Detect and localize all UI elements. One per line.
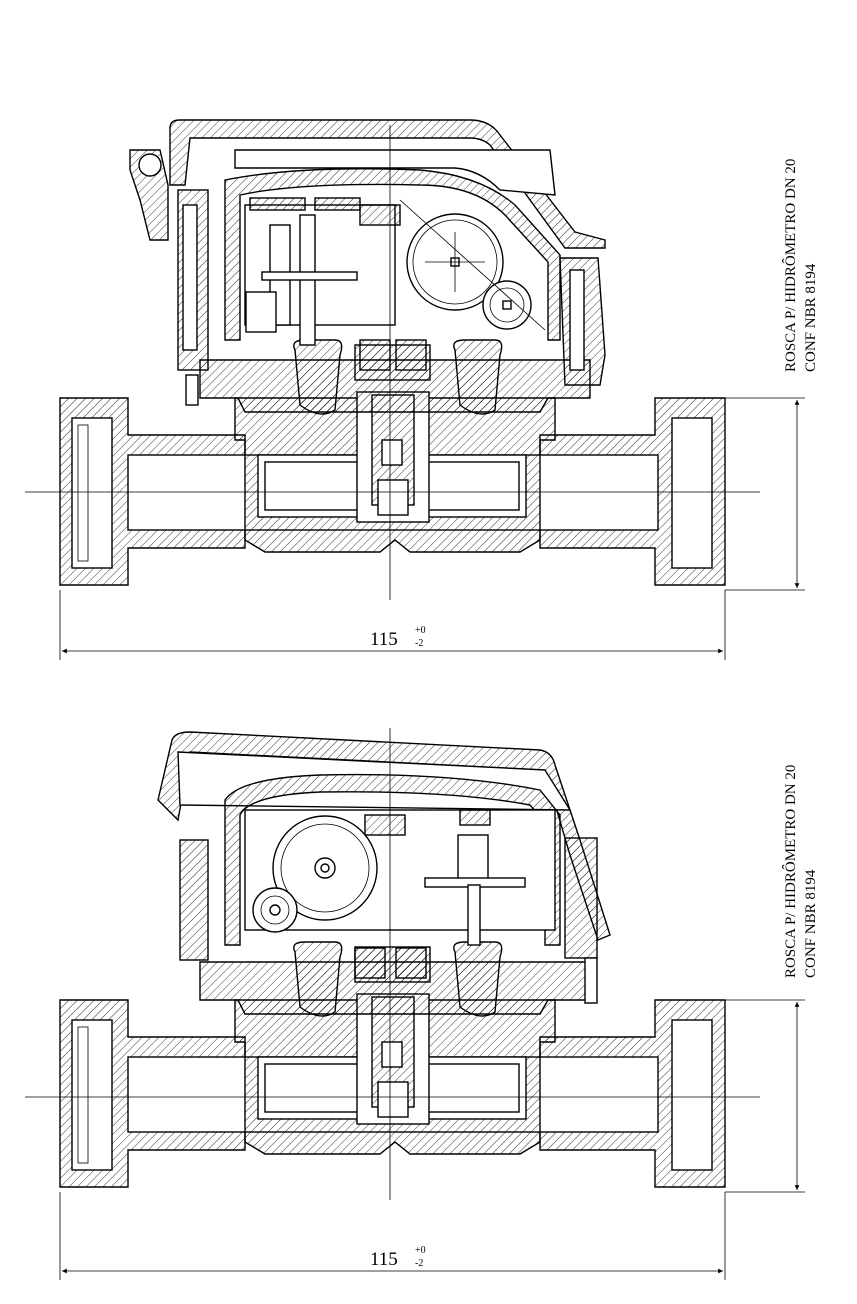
width-dimension: 115 +0 -2	[59, 1192, 726, 1280]
gear-train	[244, 809, 556, 979]
dimension-tol-upper: +0	[415, 1245, 426, 1256]
meter-body-section	[59, 339, 726, 586]
thread-note-line1: ROSCA P/ HIDRÔMETRO DN 20	[782, 159, 799, 372]
meter-body-section	[59, 941, 726, 1188]
dimension-tol-lower: -2	[415, 638, 423, 649]
dimension-tol-upper: +0	[415, 625, 426, 636]
register-housing	[129, 119, 606, 406]
dimension-value: 115	[370, 629, 398, 650]
dimension-value: 115	[370, 1249, 398, 1270]
thread-note-line2: CONF NBR 8194	[803, 869, 819, 978]
width-dimension: 115 +0 -2	[59, 590, 726, 660]
gear-train	[244, 197, 546, 371]
thread-note-line1: ROSCA P/ HIDRÔMETRO DN 20	[782, 765, 799, 978]
thread-dimension: ROSCA P/ HIDRÔMETRO DN 20 CONF NBR 8194	[725, 159, 819, 591]
dimension-tol-lower: -2	[415, 1258, 423, 1269]
thread-note-line2: CONF NBR 8194	[803, 263, 819, 372]
drawing-1: 115 +0 -2 ROSCA P/ HIDRÔMETRO DN 20 CONF…	[25, 119, 819, 660]
drawing-2: 115 +0 -2 ROSCA P/ HIDRÔMETRO DN 20 CONF…	[25, 728, 819, 1280]
thread-dimension: ROSCA P/ HIDRÔMETRO DN 20 CONF NBR 8194	[725, 765, 819, 1193]
